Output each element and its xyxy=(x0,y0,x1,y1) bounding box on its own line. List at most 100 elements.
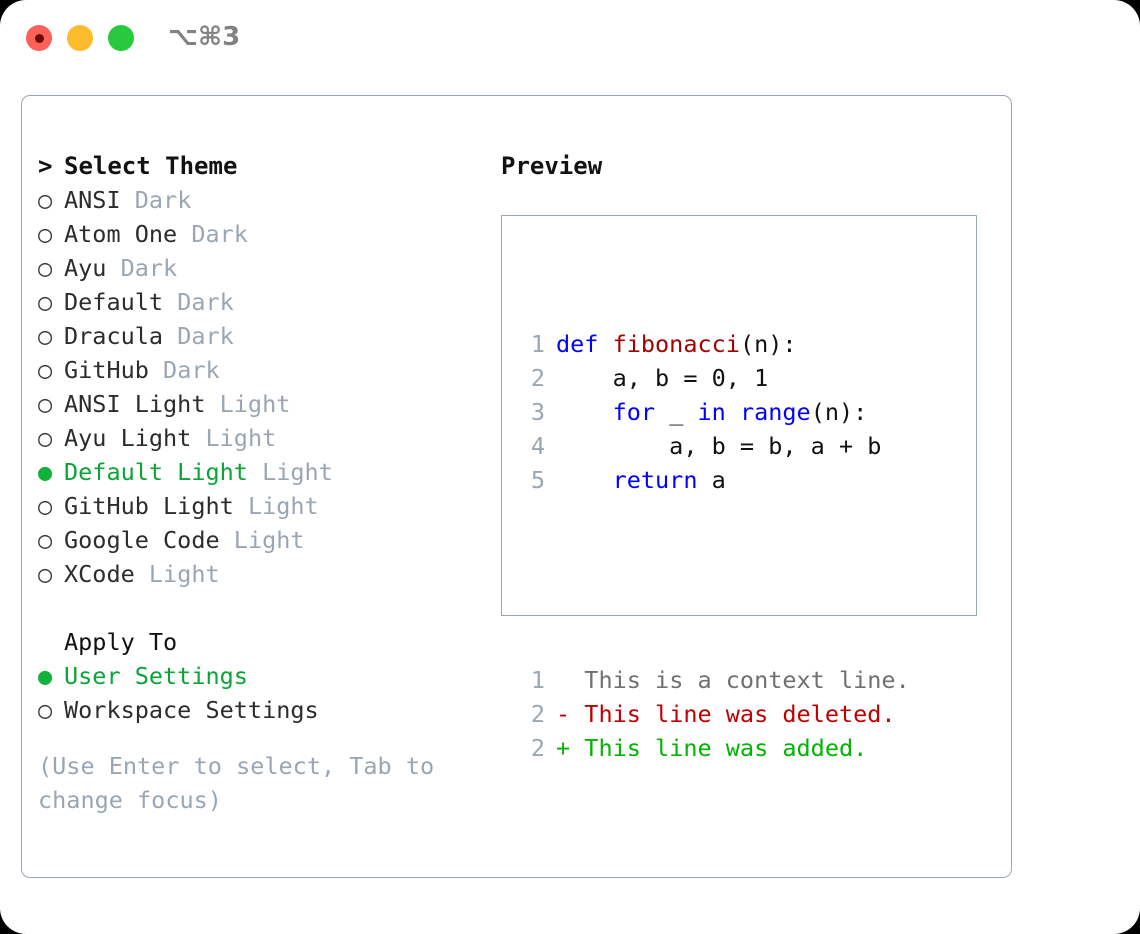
theme-name-variant-gap xyxy=(205,390,219,418)
radio-unselected-icon: ○ xyxy=(38,288,53,316)
theme-variant-badge: Dark xyxy=(163,356,220,384)
page-title: Select Theme xyxy=(64,152,238,180)
radio-unselected-icon: ○ xyxy=(38,560,53,588)
theme-name: XCode xyxy=(64,560,135,588)
theme-variant-badge: Light xyxy=(262,458,333,486)
diff-marker xyxy=(556,666,570,694)
close-dot-icon xyxy=(34,33,44,43)
diff-marker: - xyxy=(556,700,571,728)
code-diff-separator xyxy=(515,565,910,595)
theme-list-item[interactable]: ○ XCode Light xyxy=(38,557,498,591)
traffic-lights xyxy=(26,25,134,51)
apply-to-option[interactable]: ●User Settings xyxy=(38,659,498,693)
radio-unselected-icon: ○ xyxy=(38,322,53,350)
code-token xyxy=(556,466,613,494)
apply-to-option-label: User Settings xyxy=(64,662,248,690)
window-title-shortcut: ⌥⌘3 xyxy=(168,22,241,52)
diff-text: This line was added. xyxy=(570,734,868,762)
theme-list-item[interactable]: ○ Google Code Light xyxy=(38,523,498,557)
theme-variant-badge: Dark xyxy=(177,288,234,316)
theme-list-item[interactable]: ○ GitHub Dark xyxy=(38,353,498,387)
theme-name-variant-gap xyxy=(106,254,120,282)
theme-list-item[interactable]: ○ANSI Light Light xyxy=(38,387,498,421)
code-token: (n): xyxy=(739,330,797,358)
theme-name: Dracula xyxy=(64,322,164,350)
diff-line: 1 This is a context line. xyxy=(515,663,910,697)
theme-variant-badge: Light xyxy=(233,526,305,554)
theme-list-item[interactable]: ○ Default Dark xyxy=(38,285,498,319)
code-token: (n): xyxy=(810,398,868,426)
theme-name: GitHub xyxy=(64,356,149,384)
theme-variant-badge: Dark xyxy=(191,220,248,248)
apply-to-title: Apply To xyxy=(64,628,178,656)
code-token: a, b = b, a + b xyxy=(556,432,882,460)
theme-list-item[interactable]: ●Default Light Light xyxy=(38,455,498,489)
line-number: 2 xyxy=(530,734,545,762)
theme-list-item[interactable]: ○Dracula Dark xyxy=(38,319,498,353)
theme-variant-badge: Dark xyxy=(134,186,192,214)
theme-name-variant-gap xyxy=(248,458,262,486)
diff-text: This line was deleted. xyxy=(570,700,896,728)
theme-name: Google Code xyxy=(64,526,220,554)
theme-name-variant-gap xyxy=(163,288,177,316)
apply-to-list: ●User Settings○Workspace Settings xyxy=(38,659,498,727)
line-number: 1 xyxy=(530,666,545,694)
theme-name-variant-gap xyxy=(149,356,163,384)
minimize-button-icon[interactable] xyxy=(67,25,93,51)
theme-list-item[interactable]: ○Atom One Dark xyxy=(38,217,498,251)
list-spacer xyxy=(38,591,498,625)
theme-list-item[interactable]: ○ Ayu Light Light xyxy=(38,421,498,455)
theme-variant-badge: Light xyxy=(148,560,220,588)
diff-block: 1 This is a context line. 2- This line wa… xyxy=(515,663,910,765)
title-bar: ⌥⌘3 xyxy=(0,0,1140,78)
radio-unselected-icon: ○ xyxy=(38,356,53,384)
theme-variant-badge: Light xyxy=(205,424,277,452)
theme-variant-badge: Dark xyxy=(120,254,178,282)
theme-name: GitHub Light xyxy=(64,492,234,520)
zoom-button-icon[interactable] xyxy=(108,25,134,51)
theme-name: Ayu xyxy=(64,254,107,282)
diff-marker: + xyxy=(556,734,571,762)
theme-list-item[interactable]: ○ Ayu Dark xyxy=(38,251,498,285)
code-token: return xyxy=(612,466,698,494)
radio-unselected-icon: ○ xyxy=(38,526,53,554)
code-token: for xyxy=(612,398,656,426)
theme-name-variant-gap xyxy=(121,186,135,214)
theme-picker-column: >Select Theme ○ANSI Dark○Atom One Dark○A… xyxy=(38,149,498,817)
code-line: 4 a, b = b, a + b xyxy=(515,429,910,463)
theme-name: Default xyxy=(64,288,164,316)
theme-variant-badge: Light xyxy=(247,492,319,520)
theme-name-variant-gap xyxy=(234,492,248,520)
line-number: 2 xyxy=(530,364,545,392)
theme-name: Ayu Light xyxy=(64,424,192,452)
theme-name: ANSI xyxy=(64,186,121,214)
radio-unselected-icon: ○ xyxy=(38,492,53,520)
line-number: 2 xyxy=(530,700,545,728)
diff-line: 2 + This line was added. xyxy=(515,731,910,765)
code-line: 3 for _ in range(n): xyxy=(515,395,910,429)
code-token: _ xyxy=(655,398,698,426)
preview-heading: Preview xyxy=(501,152,603,180)
theme-list-item[interactable]: ○ GitHub Light Light xyxy=(38,489,498,523)
code-token: a xyxy=(697,466,726,494)
main-panel: >Select Theme ○ANSI Dark○Atom One Dark○A… xyxy=(21,95,1012,878)
close-button-icon[interactable] xyxy=(26,25,52,51)
theme-list-item[interactable]: ○ ANSI Dark xyxy=(38,183,498,217)
theme-variant-badge: Light xyxy=(219,390,291,418)
code-line: 2 a, b = 0, 1 xyxy=(515,361,910,395)
code-token: def xyxy=(556,330,613,358)
theme-name-variant-gap xyxy=(177,220,191,248)
apply-to-option[interactable]: ○Workspace Settings xyxy=(38,693,498,727)
code-line: 5 return a xyxy=(515,463,910,497)
theme-name: Atom One xyxy=(64,220,178,248)
radio-unselected-icon: ○ xyxy=(38,424,53,452)
theme-name-variant-gap xyxy=(220,526,234,554)
radio-unselected-icon: ○ xyxy=(38,186,53,214)
radio-unselected-icon: ○ xyxy=(38,254,53,282)
line-number: 1 xyxy=(530,330,545,358)
